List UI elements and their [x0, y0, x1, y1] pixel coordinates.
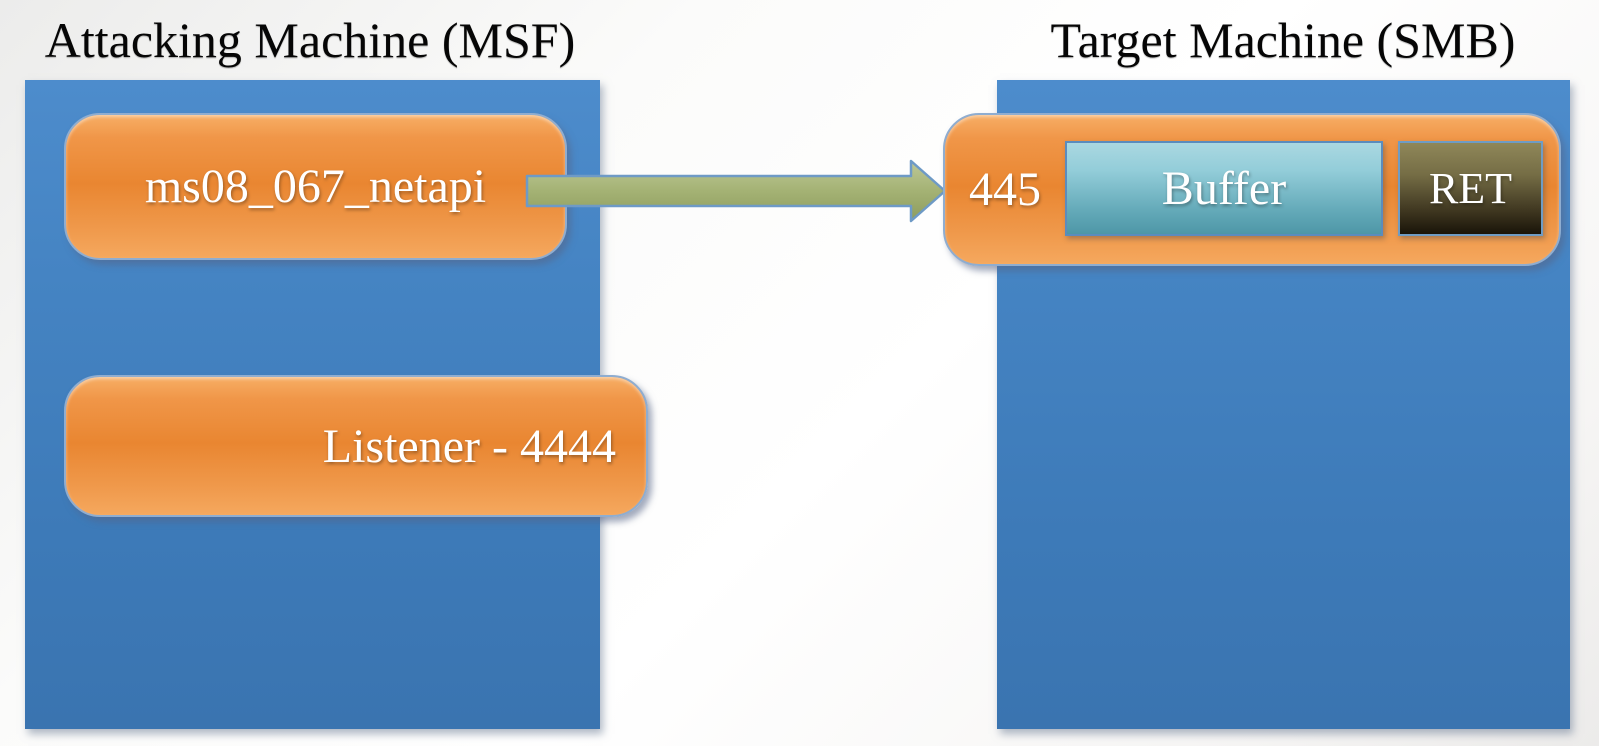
exploit-module-box: ms08_067_netapi — [64, 113, 567, 260]
ret-label: RET — [1428, 164, 1513, 213]
target-machine-title: Target Machine (SMB) — [1050, 12, 1516, 68]
buffer-box: Buffer — [1065, 141, 1383, 236]
exploit-arrow-icon — [525, 159, 947, 223]
listener-box: Listener - 4444 — [64, 375, 648, 517]
smb-packet-box: 445 Buffer RET — [943, 113, 1561, 266]
ret-box: RET — [1398, 141, 1543, 236]
buffer-label: Buffer — [1161, 162, 1287, 215]
listener-label: Listener - 4444 — [322, 419, 616, 473]
attacking-machine-title: Attacking Machine (MSF) — [44, 12, 576, 68]
port-445-label: 445 — [969, 163, 1041, 216]
exploit-module-label: ms08_067_netapi — [144, 160, 487, 213]
